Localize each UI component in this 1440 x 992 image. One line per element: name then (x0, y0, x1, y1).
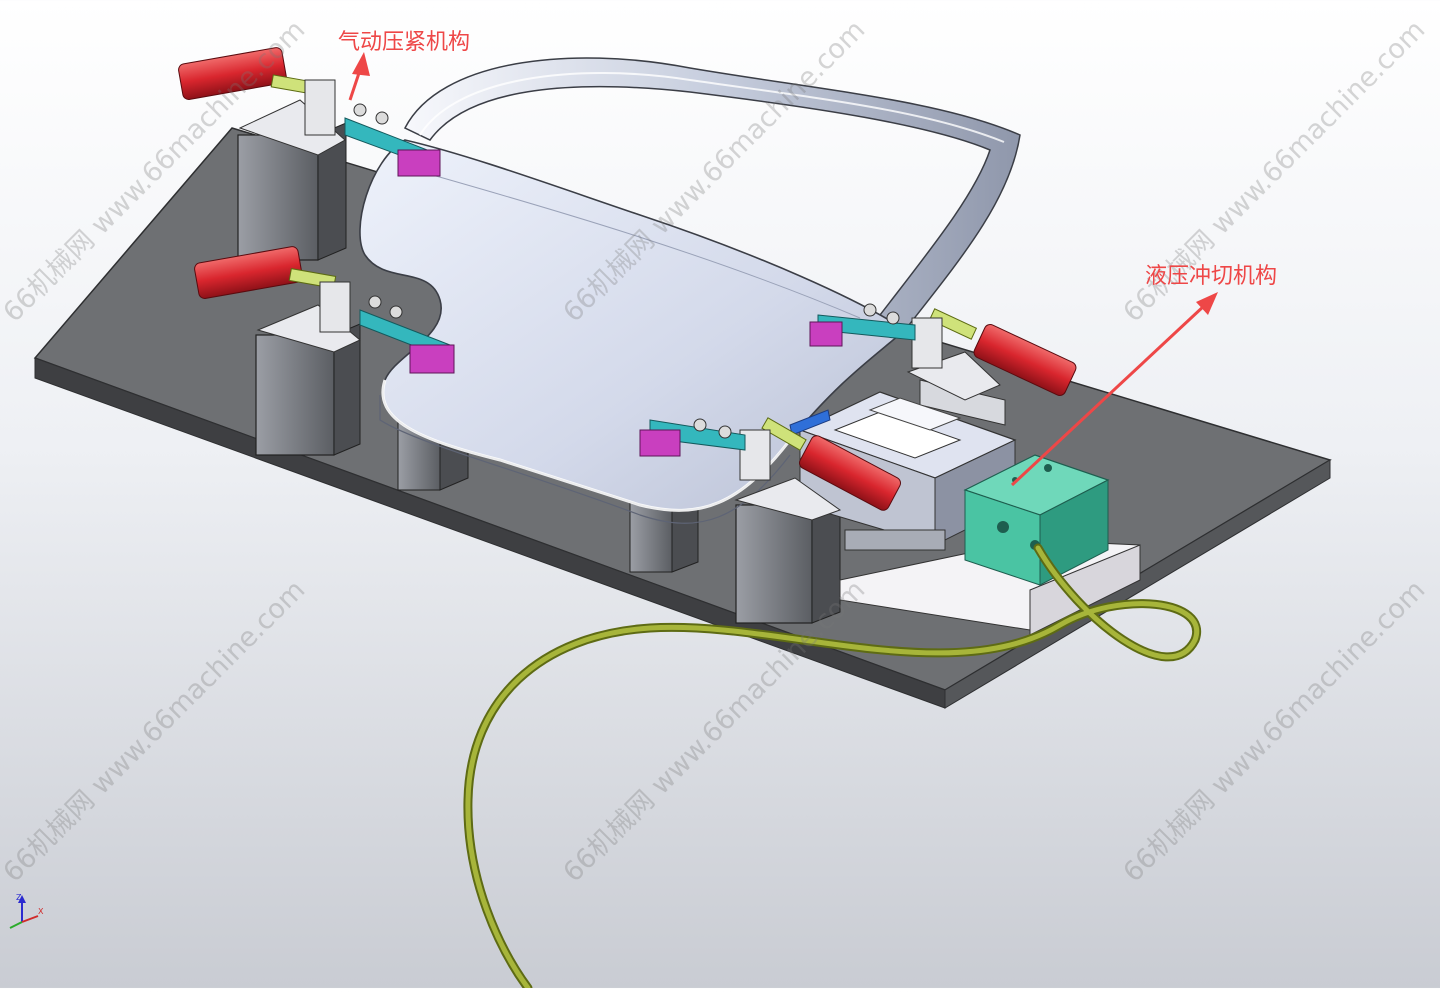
pneumatic-clamp-callout: 气动压紧机构 (338, 30, 471, 55)
axis-z-label: Z (16, 893, 22, 902)
hydraulic-punch-callout: 液压冲切机构 (1145, 264, 1278, 289)
clamp-unit-front (639, 417, 901, 521)
callout-arrow-icon (348, 52, 1218, 487)
hydraulic-block (963, 454, 1110, 586)
clamp-unit-top-left (178, 47, 441, 177)
clamp-unit-right (809, 303, 1077, 401)
axis-triad-icon: Z X (9, 893, 44, 929)
axis-x-label: X (38, 907, 44, 916)
clamp-unit-mid-left (194, 246, 455, 374)
hydraulic-hose (463, 543, 1202, 992)
